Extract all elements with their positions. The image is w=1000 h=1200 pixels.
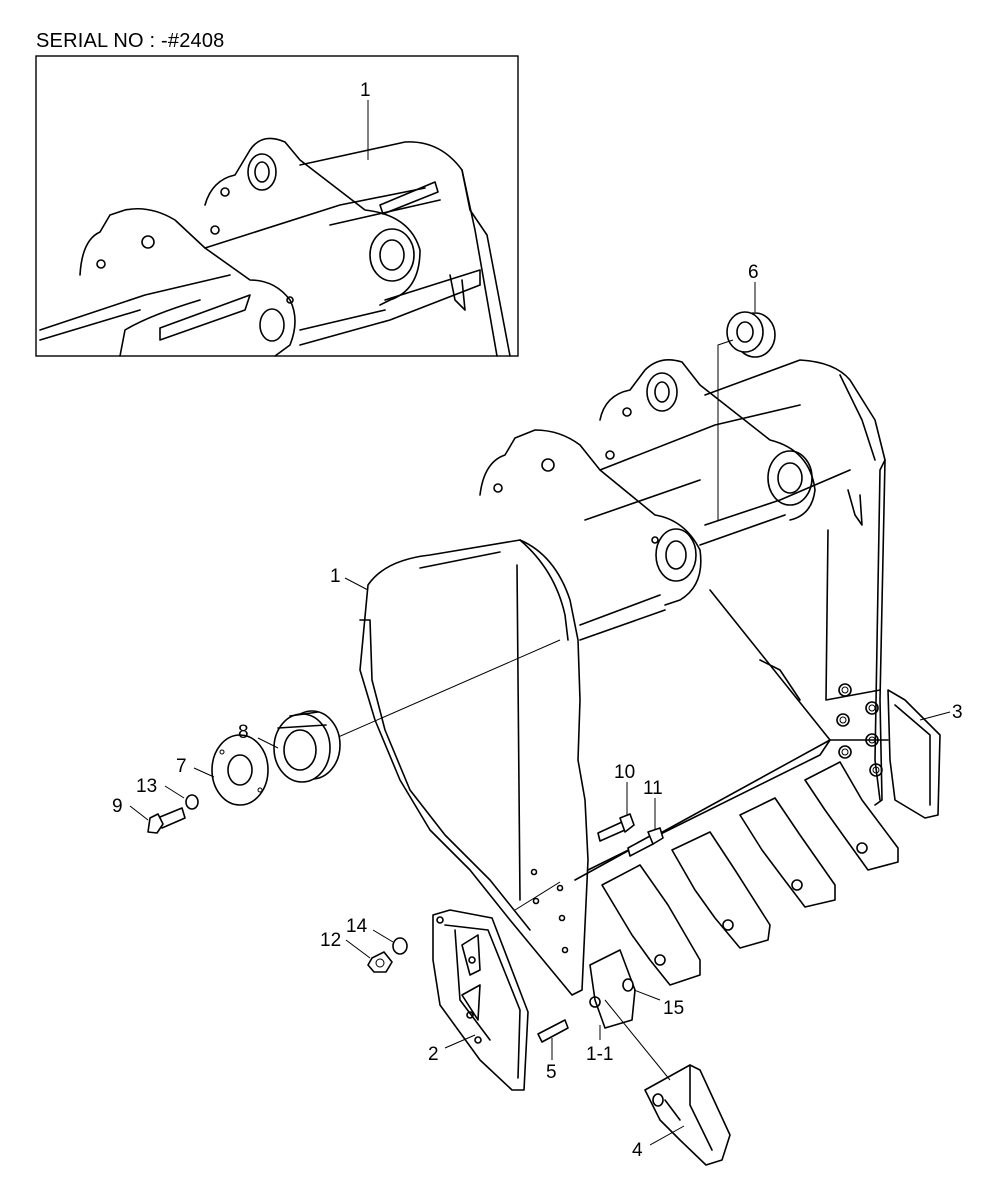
part-10-bolt	[597, 782, 635, 842]
callout-6: 6	[748, 262, 759, 283]
part-9-bolt	[129, 805, 186, 834]
callout-9: 9	[112, 796, 123, 817]
callout-4: 4	[632, 1140, 643, 1161]
callout-14: 14	[346, 916, 368, 937]
part-7-plate	[193, 734, 269, 806]
inset-view	[35, 55, 519, 357]
callout-15: 15	[663, 998, 684, 1019]
serial-number-label: SERIAL NO : -#2408	[36, 30, 225, 52]
callout-5: 5	[546, 1062, 557, 1083]
callout-7: 7	[176, 756, 187, 777]
callout-inset-1: 1	[360, 80, 371, 101]
callout-2: 2	[428, 1044, 439, 1065]
part-12-nut	[345, 939, 393, 973]
part-14-washer	[392, 937, 408, 955]
part-4-tooth	[604, 999, 731, 1166]
callout-8: 8	[238, 722, 249, 743]
bucket-teeth	[589, 761, 899, 1029]
callout-1: 1	[330, 566, 341, 587]
callout-12: 12	[320, 930, 341, 951]
callout-13: 13	[136, 776, 157, 797]
side-cutter-left	[432, 909, 529, 1091]
part-15-washer	[622, 978, 634, 992]
part-6-washer	[717, 282, 776, 520]
part-8-bushing	[257, 710, 341, 783]
part-13-washer	[185, 794, 199, 810]
callout-10: 10	[614, 762, 635, 783]
callout-11: 11	[643, 778, 663, 799]
part-5-pin	[537, 1019, 569, 1060]
part-11-bolt	[627, 798, 664, 857]
callout-1-1: 1-1	[586, 1044, 613, 1065]
callout-3: 3	[952, 702, 963, 723]
bucket-body	[359, 359, 941, 1091]
